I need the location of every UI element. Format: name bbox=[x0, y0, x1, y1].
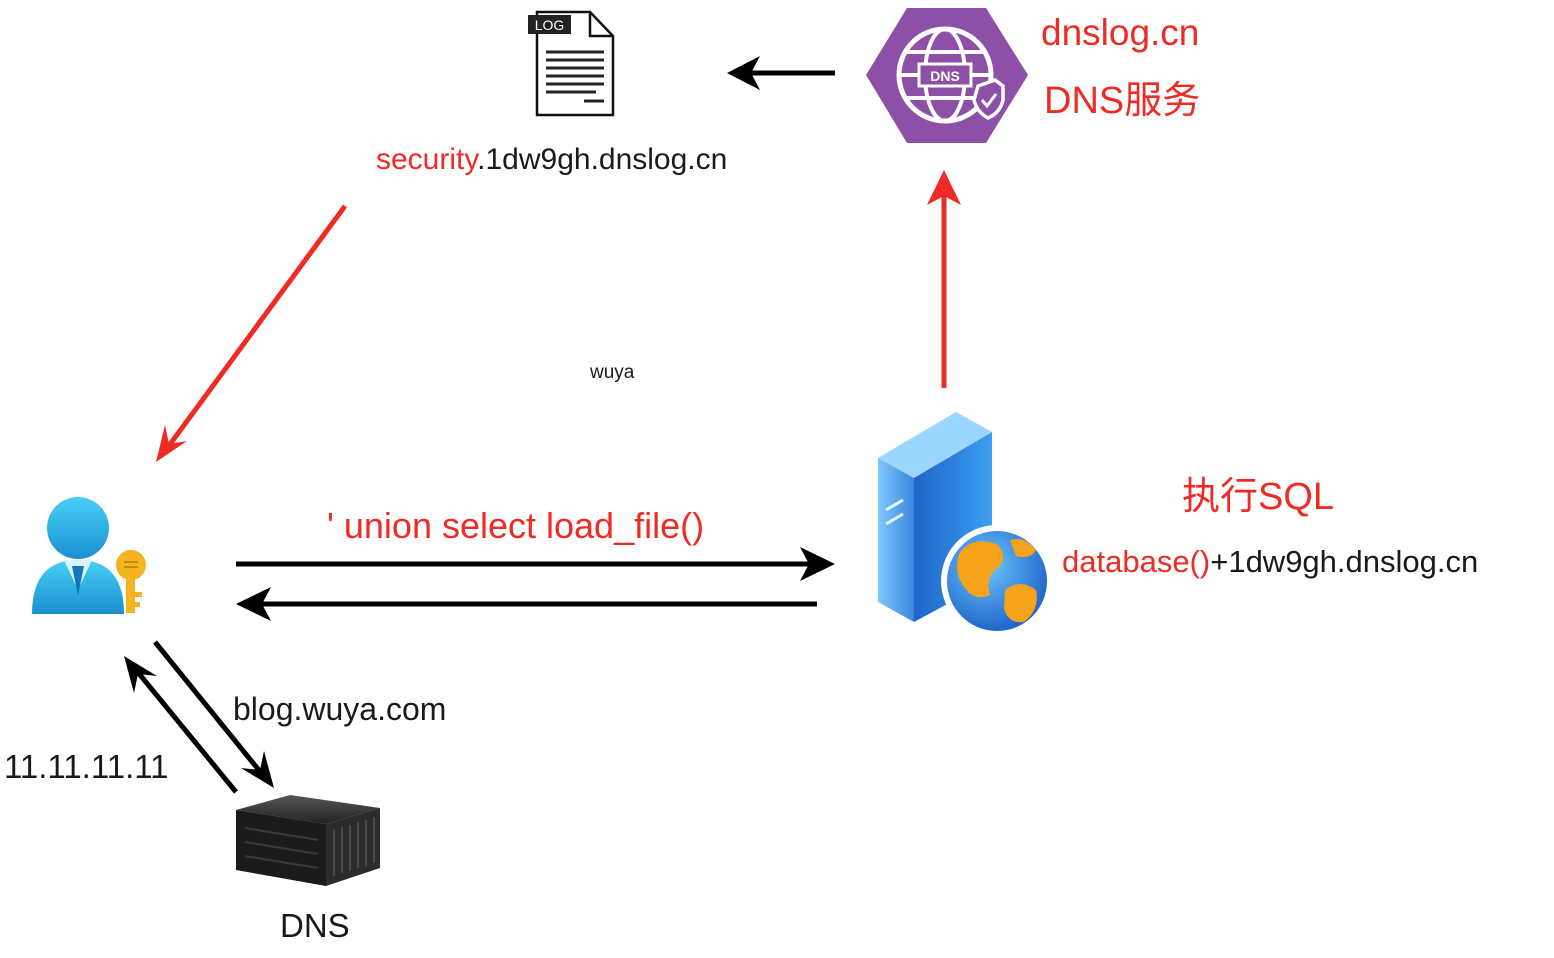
log-document-icon: LOG bbox=[528, 10, 615, 117]
dnslog-site-label: dnslog.cn bbox=[1041, 12, 1200, 53]
watermark-text: wuya bbox=[590, 362, 635, 383]
arrowhead-server-to-user bbox=[236, 587, 271, 621]
arrow-user-to-dns bbox=[153, 640, 264, 776]
arrowhead-log-to-user bbox=[156, 425, 187, 462]
query-domain-label: blog.wuya.com bbox=[233, 691, 447, 727]
dns-server-rack-icon bbox=[236, 795, 380, 886]
dns-badge: DNS bbox=[930, 68, 960, 84]
log-domain-suffix: .1dw9gh.dnslog.cn bbox=[477, 143, 728, 176]
arrowhead-user-to-server bbox=[800, 547, 835, 581]
arrow-dns-to-user bbox=[134, 668, 238, 794]
log-badge: LOG bbox=[535, 17, 565, 33]
dns-service-hexagon-icon: DNS bbox=[866, 8, 1028, 143]
log-domain-prefix: security bbox=[376, 143, 478, 176]
dns-server-label: DNS bbox=[280, 907, 350, 944]
arrowhead-server-to-dnslog bbox=[927, 170, 961, 205]
execute-sql-label: 执行SQL bbox=[1182, 476, 1335, 518]
user-key-icon bbox=[32, 497, 146, 614]
arrowhead-user-to-dns bbox=[241, 751, 274, 788]
database-domain-label: database()+1dw9gh.dnslog.cn bbox=[1062, 546, 1478, 577]
payload-label: ' union select load_file() bbox=[327, 505, 705, 546]
db-func-text: database() bbox=[1062, 544, 1211, 579]
arrowhead-dns-to-log bbox=[727, 56, 760, 90]
arrow-log-to-user bbox=[165, 204, 348, 449]
web-server-globe-icon bbox=[878, 412, 1053, 637]
db-domain-text: +1dw9gh.dnslog.cn bbox=[1210, 544, 1479, 579]
resolved-ip-label: 11.11.11.11 bbox=[4, 748, 169, 785]
dns-service-label: DNS服务 bbox=[1044, 80, 1201, 122]
log-domain-label: security.1dw9gh.dnslog.cn bbox=[376, 145, 727, 175]
arrowhead-dns-to-user bbox=[124, 656, 157, 693]
